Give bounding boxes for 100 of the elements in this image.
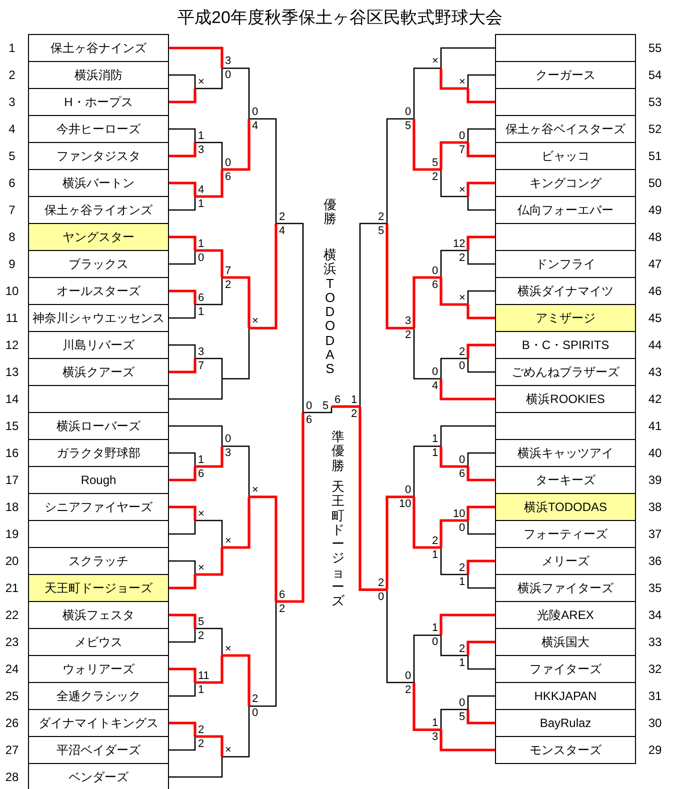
team-name: メリーズ xyxy=(542,552,590,570)
team-box xyxy=(28,331,169,359)
team-box xyxy=(28,250,169,278)
seed-number: 42 xyxy=(647,392,663,406)
team-box xyxy=(495,277,636,305)
score: 4 xyxy=(252,120,258,132)
score: 2 xyxy=(405,329,412,342)
score: 2 xyxy=(279,602,286,614)
score: 6 xyxy=(279,588,286,600)
score: 2 xyxy=(432,170,438,182)
team-name: 今井ヒーローズ xyxy=(56,120,140,138)
team-box xyxy=(495,736,636,764)
score: 2 xyxy=(459,642,466,654)
score: 0 xyxy=(405,484,412,496)
score: 1 xyxy=(198,306,204,318)
team-box xyxy=(495,358,636,386)
team-box xyxy=(495,385,636,413)
score: 2 xyxy=(252,693,258,706)
team-box xyxy=(495,628,636,656)
score: 0 xyxy=(198,252,204,264)
team-name: 横浜ファイターズ xyxy=(518,580,614,596)
team-name: キングコング xyxy=(530,174,602,192)
team-box xyxy=(495,601,636,629)
team-box xyxy=(28,439,169,467)
team-box xyxy=(28,493,169,521)
score: 1 xyxy=(432,716,438,729)
team-name: 保土ヶ谷ライオンズ xyxy=(44,202,152,218)
score: 0 xyxy=(459,522,466,534)
team-box xyxy=(28,412,169,440)
score: 10 xyxy=(399,498,412,510)
team-box xyxy=(495,223,636,251)
team-box xyxy=(28,115,169,143)
seed-number: 24 xyxy=(4,662,20,676)
team-box xyxy=(495,466,636,494)
score: 6 xyxy=(459,468,466,480)
team-box xyxy=(495,142,636,170)
score: 2 xyxy=(432,534,438,546)
score: 3 xyxy=(225,447,232,460)
score: 1 xyxy=(198,130,204,142)
score: 1 xyxy=(432,447,438,460)
score: 0 xyxy=(459,130,466,142)
score: 0 xyxy=(405,670,412,682)
score: 5 xyxy=(459,710,466,722)
seed-number: 3 xyxy=(8,95,16,109)
score: 0 xyxy=(225,69,232,82)
team-name: 横浜クアーズ xyxy=(62,364,134,380)
team-box xyxy=(28,277,169,305)
score: 0 xyxy=(252,106,258,118)
score: 0 xyxy=(378,590,384,603)
seed-number: 16 xyxy=(4,446,20,460)
team-name: ベンダーズ xyxy=(68,768,128,786)
seed-number: 35 xyxy=(647,581,663,595)
score: 2 xyxy=(198,724,204,736)
seed-number: 43 xyxy=(647,365,663,379)
result-heading: 準優勝 xyxy=(332,430,344,473)
seed-number: 27 xyxy=(4,743,20,757)
score: 1 xyxy=(351,394,358,406)
no-game-mark: × xyxy=(225,744,232,756)
team-name: Rough xyxy=(80,473,116,487)
score: 4 xyxy=(432,380,438,392)
score: 5 xyxy=(432,156,438,168)
seed-number: 52 xyxy=(647,122,663,136)
team-name: アミザージ xyxy=(536,310,596,326)
team-name: ファイターズ xyxy=(530,660,602,678)
title: 平成20年度秋季保土ヶ谷区民軟式野球大会 xyxy=(176,7,504,29)
seed-number: 51 xyxy=(647,149,663,163)
team-box xyxy=(495,88,636,116)
score: 0 xyxy=(432,264,438,276)
team-box xyxy=(28,385,169,413)
team-name: シニアファイヤーズ xyxy=(44,498,152,516)
team-box xyxy=(28,655,169,683)
seed-number: 37 xyxy=(647,527,663,541)
seed-number: 44 xyxy=(647,338,663,352)
team-box xyxy=(28,682,169,710)
score: 0 xyxy=(459,454,466,466)
team-box xyxy=(28,196,169,224)
seed-number: 55 xyxy=(647,41,663,55)
score: 12 xyxy=(453,238,466,250)
team-box xyxy=(495,169,636,197)
seed-number: 19 xyxy=(4,527,20,541)
seed-number: 50 xyxy=(647,176,663,190)
seed-number: 33 xyxy=(647,635,663,649)
score: 4 xyxy=(198,184,204,196)
score: 0 xyxy=(459,360,466,372)
seed-number: 39 xyxy=(647,473,663,487)
score: 3 xyxy=(198,144,204,156)
team-name: H・ホープス xyxy=(64,94,133,110)
seed-number: 40 xyxy=(647,446,663,460)
no-game-mark: × xyxy=(198,508,204,520)
team-name: 仏向フォーエバー xyxy=(518,202,614,218)
team-box xyxy=(28,223,169,251)
team-box xyxy=(28,547,169,575)
team-name: ダイナマイトキングス xyxy=(38,714,158,732)
seed-number: 5 xyxy=(8,149,16,163)
score: 0 xyxy=(405,106,412,118)
seed-number: 41 xyxy=(647,419,663,433)
score: 6 xyxy=(198,468,204,480)
team-box xyxy=(28,169,169,197)
seed-number: 10 xyxy=(4,284,20,298)
seed-number: 48 xyxy=(647,230,663,244)
